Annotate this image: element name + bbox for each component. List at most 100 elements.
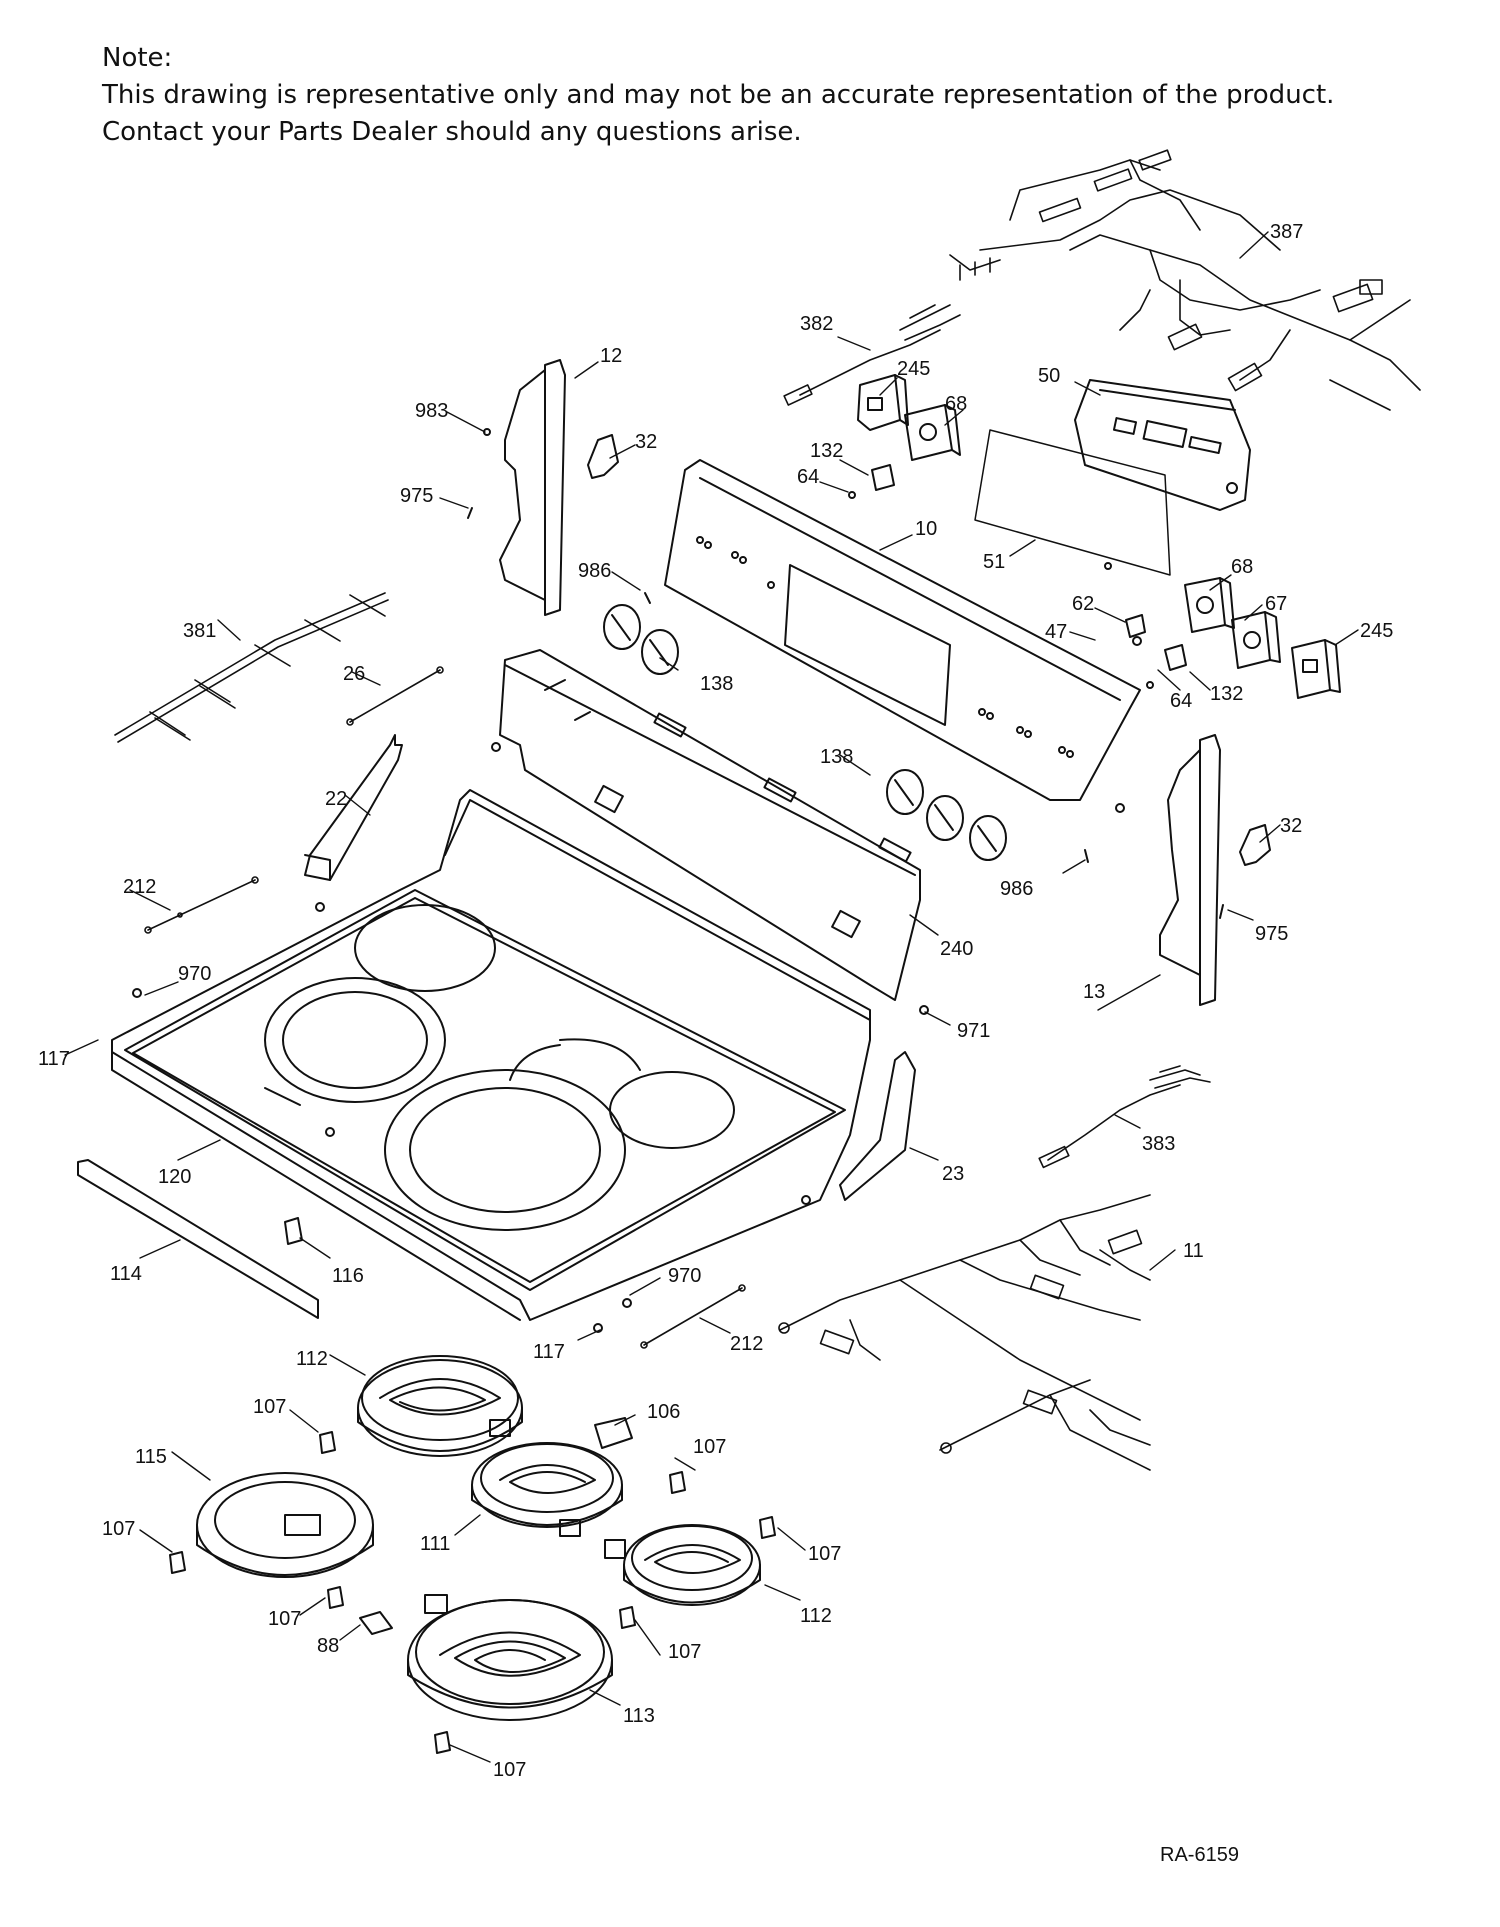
callout-382: 382 [800, 313, 833, 335]
callout-64-lower: 64 [1170, 690, 1192, 712]
bracket-106 [594, 1417, 633, 1449]
callout-10: 10 [915, 518, 937, 540]
switch-245-upper [857, 374, 909, 431]
wire-383 [1038, 1065, 1211, 1169]
callout-212: 212 [123, 876, 156, 898]
callout-138: 138 [700, 673, 733, 695]
callout-88: 88 [317, 1635, 339, 1657]
note-line-2: Contact your Parts Dealer should any que… [102, 117, 802, 147]
element-112-lower [604, 1524, 761, 1606]
note-line-1: This drawing is representative only and … [102, 80, 1335, 110]
callout-116: 116 [332, 1265, 364, 1287]
wire-harness-387 [949, 149, 1421, 411]
element-111 [471, 1442, 623, 1537]
callout-113: 113 [623, 1705, 655, 1727]
callout-62: 62 [1072, 593, 1094, 615]
wire-382 [783, 304, 961, 406]
callout-13: 13 [1083, 981, 1105, 1003]
callout-117-b: 117 [533, 1341, 565, 1363]
callout-107-e: 107 [268, 1608, 301, 1630]
callout-22: 22 [325, 788, 347, 810]
callout-106: 106 [647, 1401, 680, 1423]
element-113 [407, 1594, 613, 1721]
clips-107 [169, 1431, 776, 1754]
callout-107-a: 107 [253, 1396, 286, 1418]
bracket-32-left [587, 434, 619, 479]
callout-971: 971 [957, 1020, 990, 1042]
callout-120: 120 [158, 1166, 191, 1188]
callout-114: 114 [110, 1263, 142, 1285]
relay-62 [1125, 614, 1146, 638]
callout-983: 983 [415, 400, 448, 422]
rod-212-lower [640, 1284, 746, 1349]
switch-68-upper [904, 404, 961, 461]
callout-387: 387 [1270, 221, 1303, 243]
screw-64-upper [848, 491, 856, 499]
screws [132, 428, 1224, 1333]
callout-12: 12 [600, 345, 622, 367]
callout-212-b: 212 [730, 1333, 763, 1355]
callout-51: 51 [983, 551, 1005, 573]
element-112-upper [357, 1355, 523, 1457]
bracket-32-right [1239, 824, 1271, 866]
callout-68-lower: 68 [1231, 556, 1253, 578]
callout-112-b: 112 [800, 1605, 832, 1627]
drawing-code: RA-6159 [1160, 1844, 1239, 1866]
callout-23: 23 [942, 1163, 964, 1185]
callout-245: 245 [897, 358, 930, 380]
callout-245-lower: 245 [1360, 620, 1393, 642]
insulation-88 [359, 1611, 393, 1635]
switch-67 [1231, 611, 1281, 669]
callout-970-b: 970 [668, 1265, 701, 1287]
callout-112: 112 [296, 1348, 328, 1370]
relay-132-lower [1164, 644, 1187, 671]
leader-lines [64, 231, 1359, 1763]
callout-107-c: 107 [102, 1518, 135, 1540]
element-ring-rear-left [354, 904, 496, 992]
callout-11: 11 [1183, 1240, 1204, 1262]
callout-50: 50 [1038, 365, 1060, 387]
callout-381: 381 [183, 620, 216, 642]
knob-138-set-a [603, 604, 679, 675]
trim-strip-114 [77, 1159, 319, 1319]
callout-975: 975 [400, 485, 433, 507]
callout-32-right: 32 [1280, 815, 1302, 837]
clip-116 [284, 1217, 303, 1245]
callout-107-b: 107 [693, 1436, 726, 1458]
callout-107-f: 107 [668, 1641, 701, 1663]
manifold-panel-240 [499, 649, 921, 1001]
callout-67: 67 [1265, 593, 1287, 615]
backsplash-panel-10 [664, 459, 1141, 801]
main-harness-11 [778, 1194, 1151, 1471]
control-board-50 [1074, 379, 1251, 511]
relay-132-upper [871, 464, 895, 491]
callout-107-g: 107 [493, 1759, 526, 1781]
element-115 [196, 1472, 374, 1578]
callout-132: 132 [810, 440, 843, 462]
callout-240: 240 [940, 938, 973, 960]
callout-975-b: 975 [1255, 923, 1288, 945]
callout-383: 383 [1142, 1133, 1175, 1155]
switch-245-lower [1291, 639, 1341, 699]
callout-986-b: 986 [1000, 878, 1033, 900]
callout-138-b: 138 [820, 746, 853, 768]
callout-47: 47 [1045, 621, 1067, 643]
note-heading: Note: [102, 43, 173, 73]
rod-212-upper [144, 876, 259, 934]
callout-labels: 387 382 12 245 50 983 68 32 132 64 975 1… [38, 221, 1393, 1781]
end-cap-13 [1159, 734, 1221, 1006]
callout-115: 115 [135, 1446, 167, 1468]
disclaimer-note: Note: This drawing is representative onl… [102, 40, 1334, 151]
bracket-23 [839, 1051, 916, 1201]
cooktop-maintop-120 [111, 789, 871, 1321]
callout-68: 68 [945, 393, 967, 415]
switch-68-lower [1184, 577, 1235, 633]
callout-32: 32 [635, 431, 657, 453]
rod-381 [114, 592, 389, 743]
overlay-panel-51 [974, 429, 1171, 576]
callout-107-d: 107 [808, 1543, 841, 1565]
callout-111: 111 [420, 1533, 450, 1555]
rod-26 [346, 666, 444, 726]
callout-970: 970 [178, 963, 211, 985]
